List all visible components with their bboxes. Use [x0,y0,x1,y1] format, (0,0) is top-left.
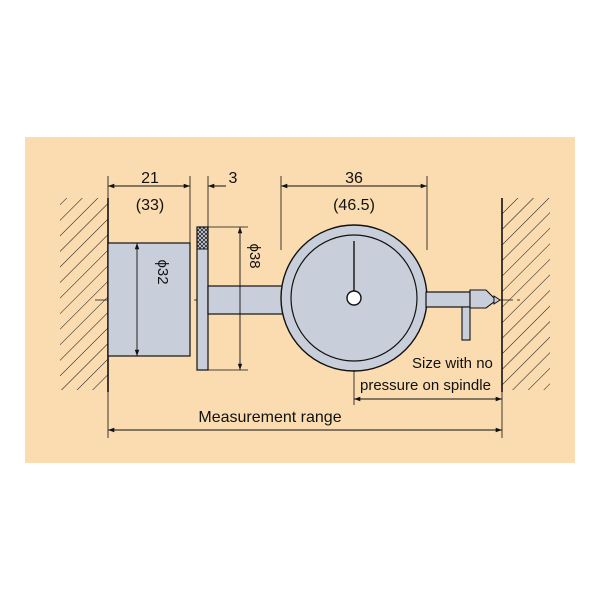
note-size-line1: Size with no [412,355,493,372]
flange-knurl [196,226,209,250]
spindle-tip [469,289,501,309]
gauge-body [107,242,191,357]
dim-body-length: 21 [141,170,159,187]
dim-flange-diameter: ϕ38 [246,243,263,268]
dial-pivot [346,290,362,306]
shaft [207,285,284,315]
note-size-line2: pressure on spindle [360,377,491,394]
stem [425,291,471,308]
dim-flange-thickness: 3 [229,170,238,187]
right-wall [501,198,550,392]
measurement-range-label: Measurement range [198,409,341,426]
dim-dial-width: 36 [345,170,363,187]
lifting-lever [461,306,471,341]
dim-body-diameter: ϕ32 [154,259,171,284]
left-wall [60,198,109,392]
dim-dial-width-alt: (46.5) [333,197,375,214]
dim-body-length-alt: (33) [136,197,164,214]
